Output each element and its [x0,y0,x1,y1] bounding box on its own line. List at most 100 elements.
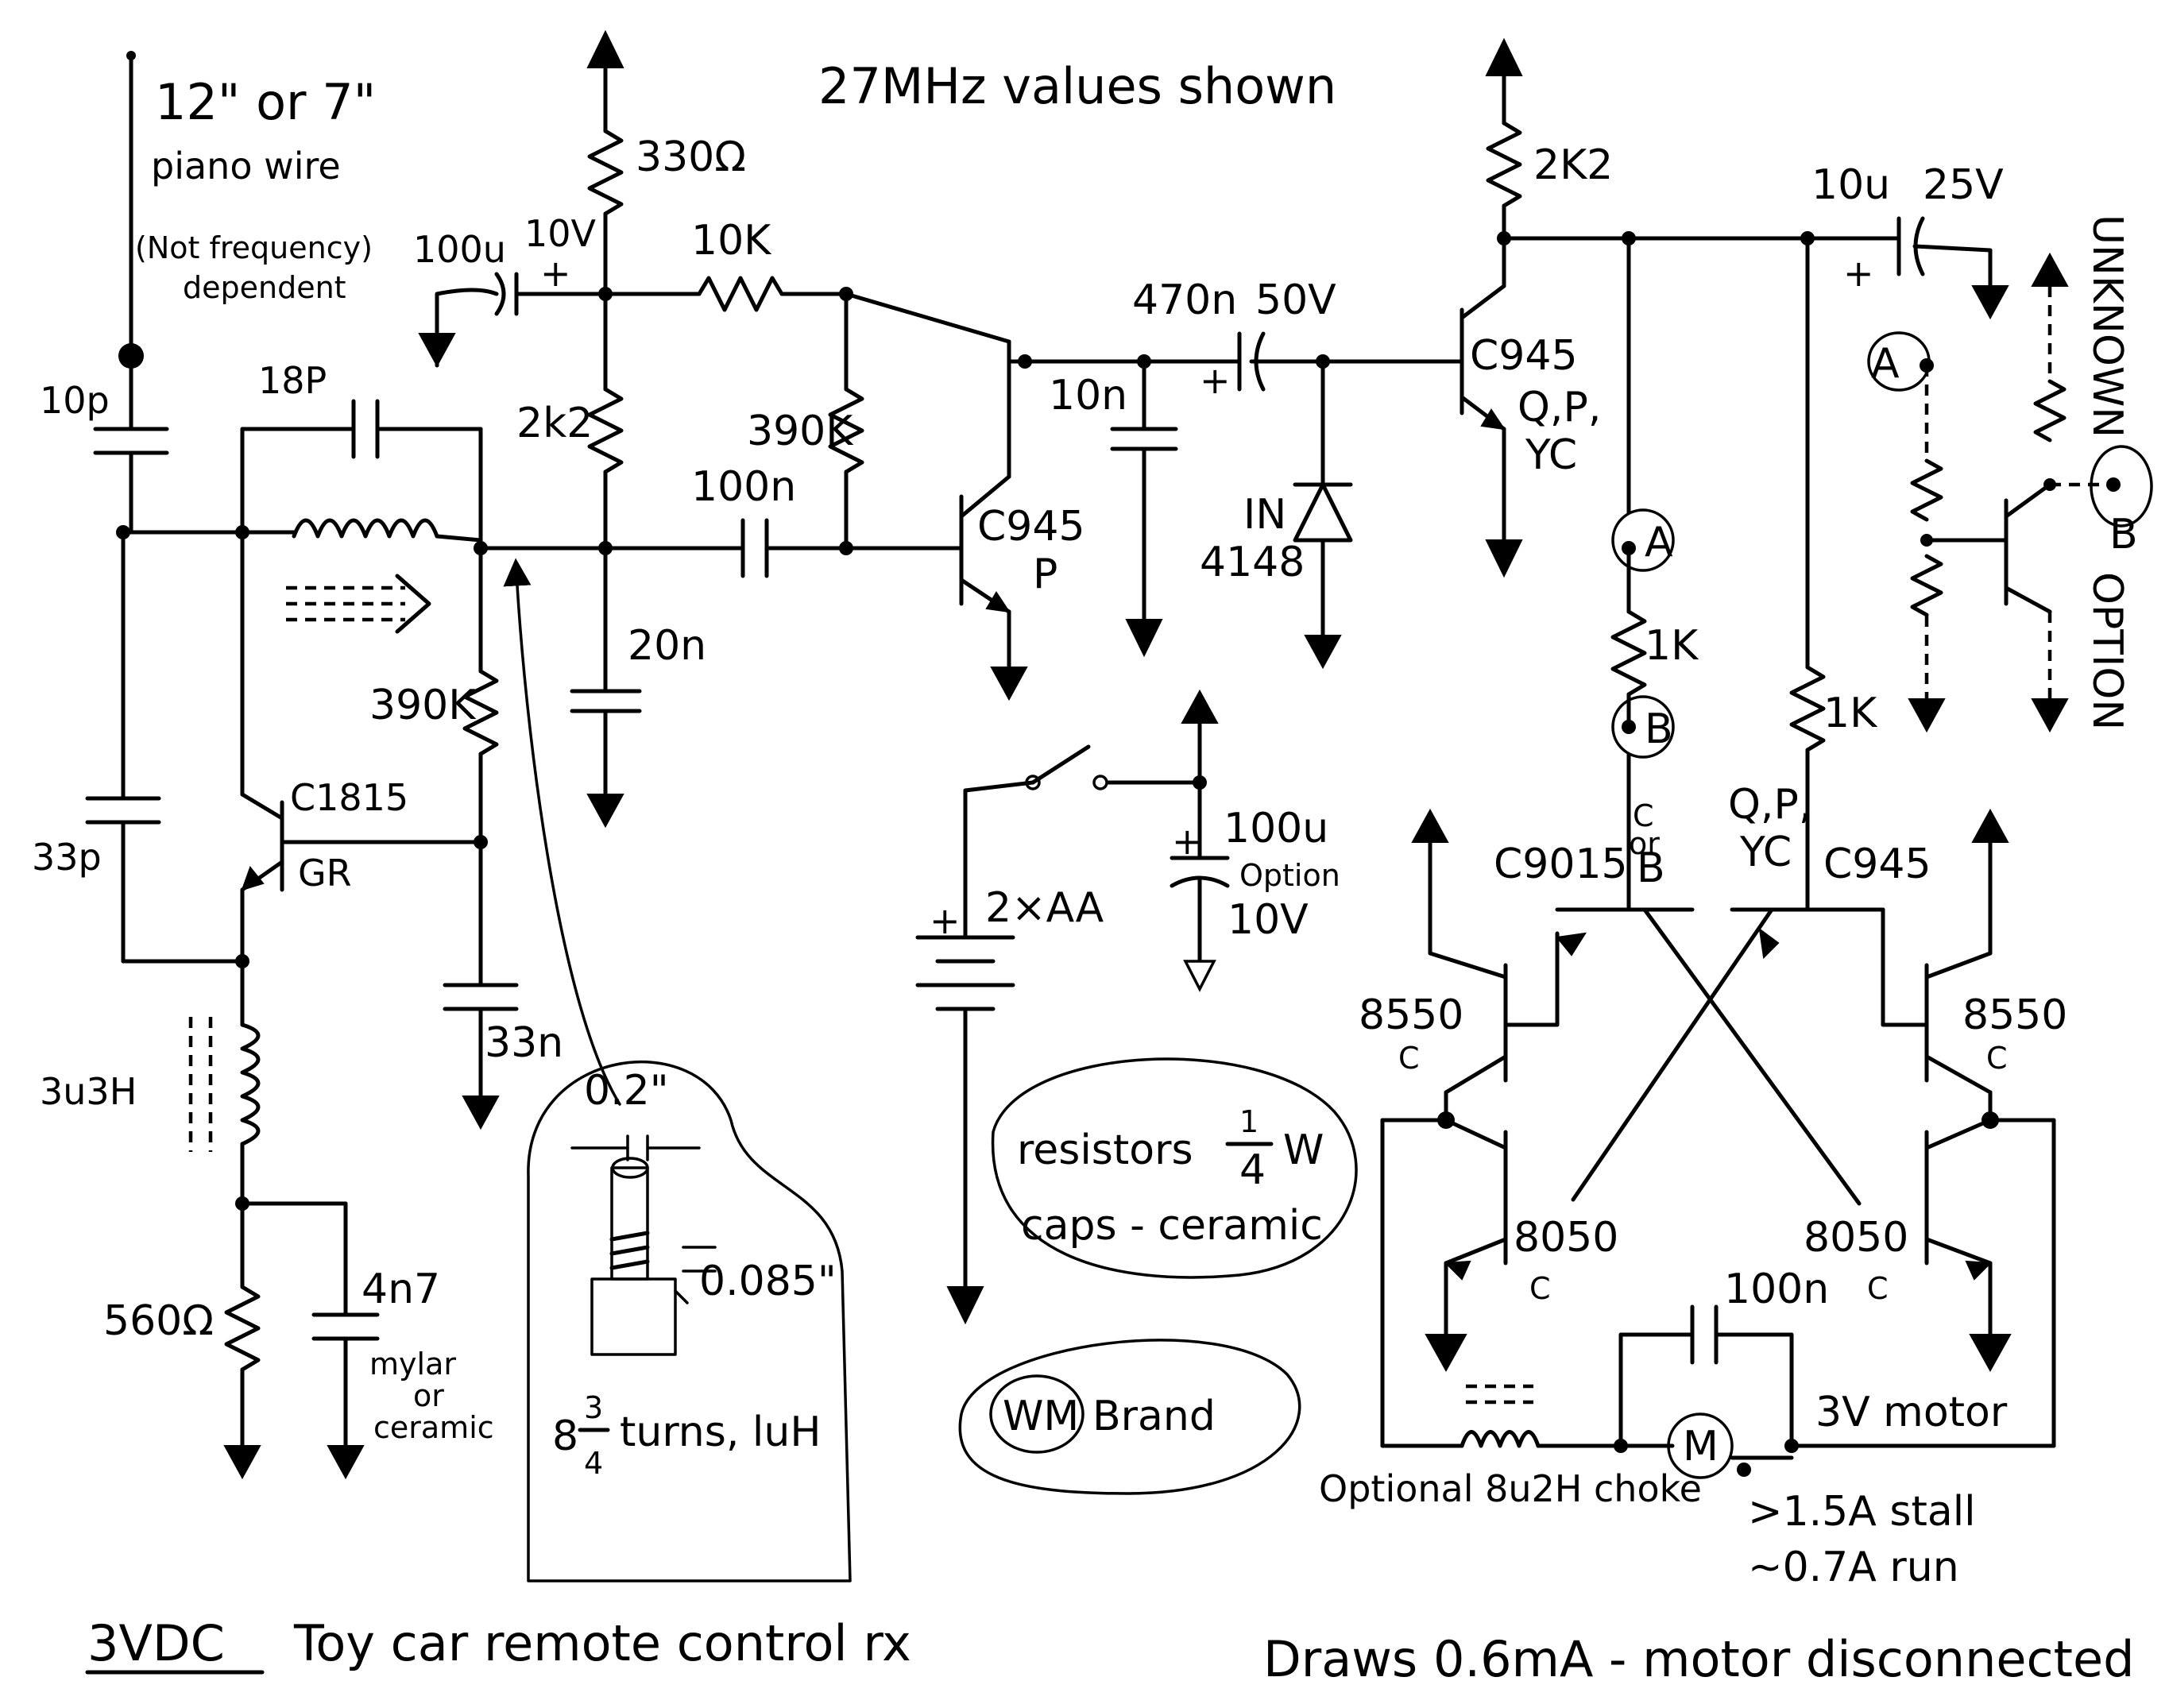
resistor-1k-b [1789,236,1826,904]
not-frequency-label: (Not frequency) [135,230,373,265]
resistor-560-label: 560Ω [103,1297,214,1345]
cap-100u-10v-value: 100u [413,228,506,271]
tank-inductor [292,518,483,543]
transistor-c1815-label: C1815 [290,776,408,819]
cap-20n [570,546,642,829]
transistor-8550-right-grade: C [1986,1041,2008,1076]
cap-100u-option-volt: 10V [1228,896,1309,944]
transistor-c945-q-grade2: YC [1525,431,1577,479]
transistor-8550-right-label: 8550 [1962,991,2067,1039]
transistor-8550-left-label: 8550 [1359,991,1463,1039]
resistor-2k2-a-label: 2k2 [516,400,593,447]
node-a-left-label: A [1645,519,1673,566]
antenna-wire-label: piano wire [151,145,341,187]
brand-word: Brand [1092,1393,1216,1440]
cap-18p-label: 18P [258,359,327,402]
coil-turns-den: 4 [584,1446,603,1481]
cap-100u-option [1170,775,1230,992]
coil-detail-bubble [503,558,852,1582]
cap-470n [1142,331,1464,392]
node-b-left [1611,695,1675,904]
footer-left-title: Toy car remote control rx [293,1614,911,1672]
motor-letter: M [1683,1423,1719,1470]
cap-10n-label: 10n [1049,372,1127,419]
diode-label-b: 4148 [1200,539,1305,586]
transistor-c9015-label: C9015 [1494,840,1628,888]
node-a-right-label: A [1871,340,1900,388]
cap-470n-value: 470n [1132,276,1237,324]
cap-10u-25v [1896,216,2009,320]
battery-plus: + [930,899,961,942]
or-label: or [413,1378,444,1413]
option-network [1867,252,2153,733]
cap-10p [93,427,169,535]
cap-100u-10v-voltage: 10V [524,212,597,255]
coil-dim-side: 0.085" [699,1258,837,1305]
transistor-c945-q-label: C945 [1470,332,1578,380]
transistor-8050-left-grade: C [1529,1271,1551,1306]
resistor-2k2-b-label: 2K2 [1533,141,1613,189]
notes-bubble [991,1057,1358,1279]
transistor-8050-left-label: 8050 [1514,1214,1618,1262]
cap-10u-plus: + [1843,252,1874,295]
transistor-c945-p [959,474,1028,701]
transistor-8550-left-grade: C [1398,1041,1420,1076]
transistor-right-grade2: YC [1739,829,1792,876]
cap-4n7 [240,1201,380,1480]
cap-33n-label: 33n [485,1019,563,1067]
resistors-note: resistors [1017,1126,1193,1174]
transistor-c945-right-label: C945 [1823,840,1931,888]
cap-18p [240,399,483,551]
diode-label-a: IN [1243,491,1286,539]
brand-bubble [958,1339,1301,1495]
dependent-label: dependent [183,270,346,305]
h-bridge [1380,808,2056,1448]
footer-right-title: Draws 0.6mA - motor disconnected [1263,1630,2134,1688]
battery-label: 2×AA [985,884,1104,932]
transistor-c945-q-grade1: Q,P, [1518,384,1601,431]
choke-3u3h [188,959,261,1211]
transistor-c1815 [235,530,488,968]
choke-3u3h-label: 3u3H [40,1070,137,1113]
resistor-390k-bias-label: 390K [369,682,477,729]
cap-100u-option-plus: + [1172,820,1203,863]
coil-turns-whole: 8 [552,1412,578,1460]
motor-3v-label: 3V motor [1815,1389,2008,1436]
unknown-label: UNKNOWN [2083,214,2131,438]
ceramic-label: ceramic [373,1410,494,1445]
cap-10u-voltage: 25V [1923,161,2004,209]
mylar-label: mylar [369,1347,456,1381]
cap-470n-plus: + [1200,359,1231,402]
cap-100n-motor-label: 100n [1724,1266,1829,1313]
footer-3vdc: 3VDC [87,1614,225,1672]
transistor-c945-q [1460,37,1523,578]
supply-rail-top [586,29,624,301]
resistor-1k-a-label: 1K [1645,622,1699,670]
node-b-left-label: B [1645,705,1673,753]
cap-20n-label: 20n [628,622,706,670]
cap-100u-option-value: 100u [1224,805,1328,852]
resistor-10k-label: 10K [691,217,772,265]
antenna-length-label: 12" or 7" [155,73,376,131]
option-label: OPTION [2083,572,2131,730]
coil-turns-num: 3 [584,1390,603,1425]
transistor-c1815-grade: GR [298,852,352,895]
coil-dim-top: 0.2" [584,1067,669,1115]
resistors-fraction-bottom: 4 [1239,1146,1266,1194]
c-or-b-2: or [1629,826,1660,861]
resistor-390k-a-label: 390K [747,408,854,455]
resistor-390k-a [828,292,864,555]
cap-4n7-label: 4n7 [362,1266,440,1313]
resistor-1k-b-label: 1K [1823,690,1878,737]
tuning-slug-arrows [286,574,431,634]
resistors-fraction-top: 1 [1239,1104,1258,1139]
motor-circuit [1380,1304,2056,1479]
resistor-330-label: 330Ω [636,133,746,181]
antenna [118,51,144,431]
resistor-2k2-a [587,292,624,551]
resistor-560 [223,1201,261,1480]
cap-33n [443,983,519,1130]
cap-100u-10v-plus: + [540,252,571,295]
coil-turns-text: turns, luH [620,1409,821,1456]
